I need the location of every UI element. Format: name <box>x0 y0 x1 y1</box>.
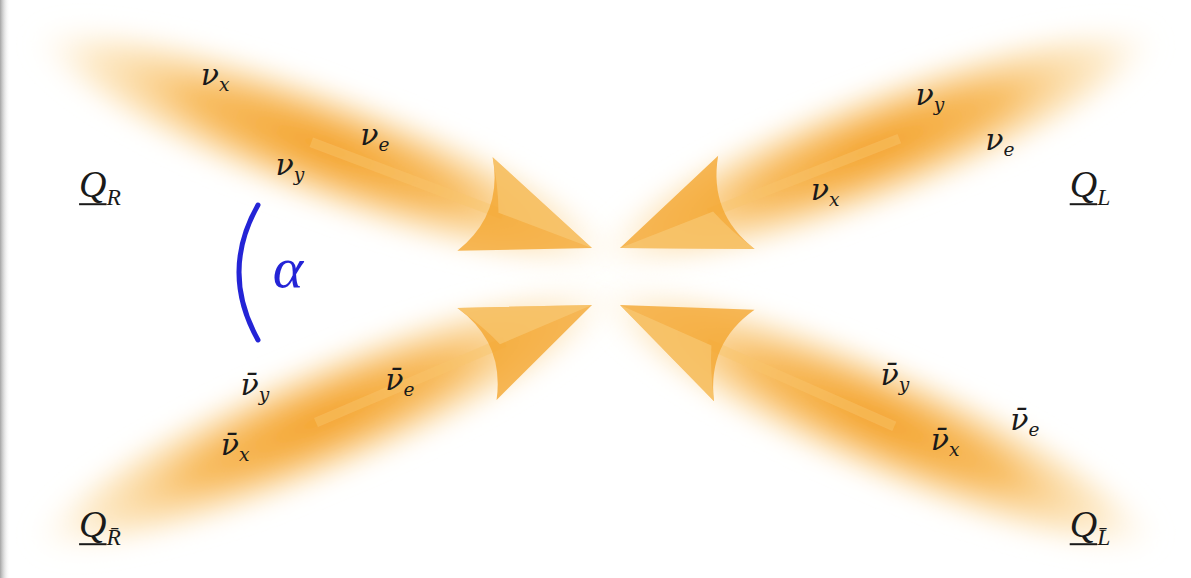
symbol-base: ν̄ <box>241 367 259 402</box>
neutrino-flavor: νx <box>201 57 230 93</box>
symbol-base: ν̄ <box>221 427 239 462</box>
beam-glow <box>7 236 644 578</box>
beam-quantity-label: QL̄ <box>1070 502 1111 548</box>
neutrino-flavor: νe <box>360 117 389 153</box>
edge-shadow <box>0 0 10 578</box>
symbol-base: ν <box>985 122 1003 157</box>
neutrino-flavor: ν̄y <box>881 357 910 393</box>
neutrino-flavor: ν̄x <box>931 422 960 458</box>
symbol-subscript: e <box>1029 419 1040 440</box>
neutrino-flavor: ν̄y <box>241 367 270 403</box>
symbol-subscript: y <box>899 374 910 395</box>
symbol-base: Q <box>1070 503 1097 545</box>
neutrino-flavor: ν̄x <box>221 427 250 463</box>
symbol-base: ν <box>201 57 219 92</box>
neutrino-flavor: νy <box>916 77 945 113</box>
symbol-base: α <box>273 235 303 300</box>
neutrino-flavor: ν̄e <box>1010 402 1039 438</box>
beam-shaft <box>705 339 897 431</box>
symbol-subscript: R̄ <box>107 524 121 550</box>
arrowhead-highlight <box>620 202 755 294</box>
beam-shaft <box>310 138 505 220</box>
neutrino-beam: νxνyνe <box>15 15 605 268</box>
symbol-subscript: y <box>934 94 945 115</box>
beam-quantity-label: QR̄ <box>79 502 121 548</box>
neutrino-flavor: νe <box>985 122 1014 158</box>
beam-shaft <box>707 134 902 218</box>
symbol-base: ν̄ <box>881 357 899 392</box>
beam-shape <box>606 15 1176 268</box>
symbol-subscript: x <box>239 444 250 465</box>
angle-arc <box>239 205 258 340</box>
symbol-base: ν <box>811 172 829 207</box>
beam-glow <box>567 236 1185 578</box>
symbol-subscript: y <box>259 384 270 405</box>
neutrino-flavor: νx <box>811 172 840 208</box>
beam-arrowhead <box>457 157 609 295</box>
neutrino-beam: νyνeνx <box>606 15 1176 268</box>
symbol-subscript: e <box>379 134 390 155</box>
symbol-base: Q <box>79 163 106 205</box>
angle-symbol: α <box>273 233 303 303</box>
symbol-subscript: e <box>404 379 415 400</box>
beam-shaft <box>314 338 507 428</box>
symbol-subscript: y <box>294 164 305 185</box>
beam-glow <box>569 0 1182 317</box>
symbol-base: Q <box>1070 163 1097 205</box>
beam-arrowhead <box>602 156 755 295</box>
symbol-base: ν̄ <box>1010 402 1028 437</box>
symbol-subscript: R <box>107 184 121 210</box>
arrowhead-highlight <box>475 157 610 248</box>
symbol-base: ν̄ <box>931 422 949 457</box>
symbol-base: ν <box>360 117 378 152</box>
symbol-base: Q <box>79 503 106 545</box>
symbol-subscript: e <box>1004 139 1015 160</box>
beam-quantity-label: QR <box>79 162 121 208</box>
beam-arrowhead <box>600 259 755 401</box>
arrowhead-highlight <box>600 305 735 401</box>
symbol-subscript: x <box>219 74 230 95</box>
beam-quantity-label: QL <box>1070 162 1111 208</box>
neutrino-flavor: νy <box>276 147 305 183</box>
symbol-subscript: x <box>949 439 960 460</box>
symbol-base: ν <box>276 147 294 182</box>
symbol-subscript: L <box>1097 184 1110 210</box>
beam-glow <box>9 0 642 317</box>
symbol-base: ν <box>916 77 934 112</box>
arrowhead-highlight <box>457 259 592 354</box>
neutrino-flavor: ν̄e <box>385 362 414 398</box>
beam-arrowhead <box>457 259 611 400</box>
symbol-base: ν̄ <box>385 362 403 397</box>
beam-shape <box>15 15 605 268</box>
symbol-subscript: x <box>829 189 840 210</box>
symbol-subscript: L̄ <box>1097 524 1110 550</box>
